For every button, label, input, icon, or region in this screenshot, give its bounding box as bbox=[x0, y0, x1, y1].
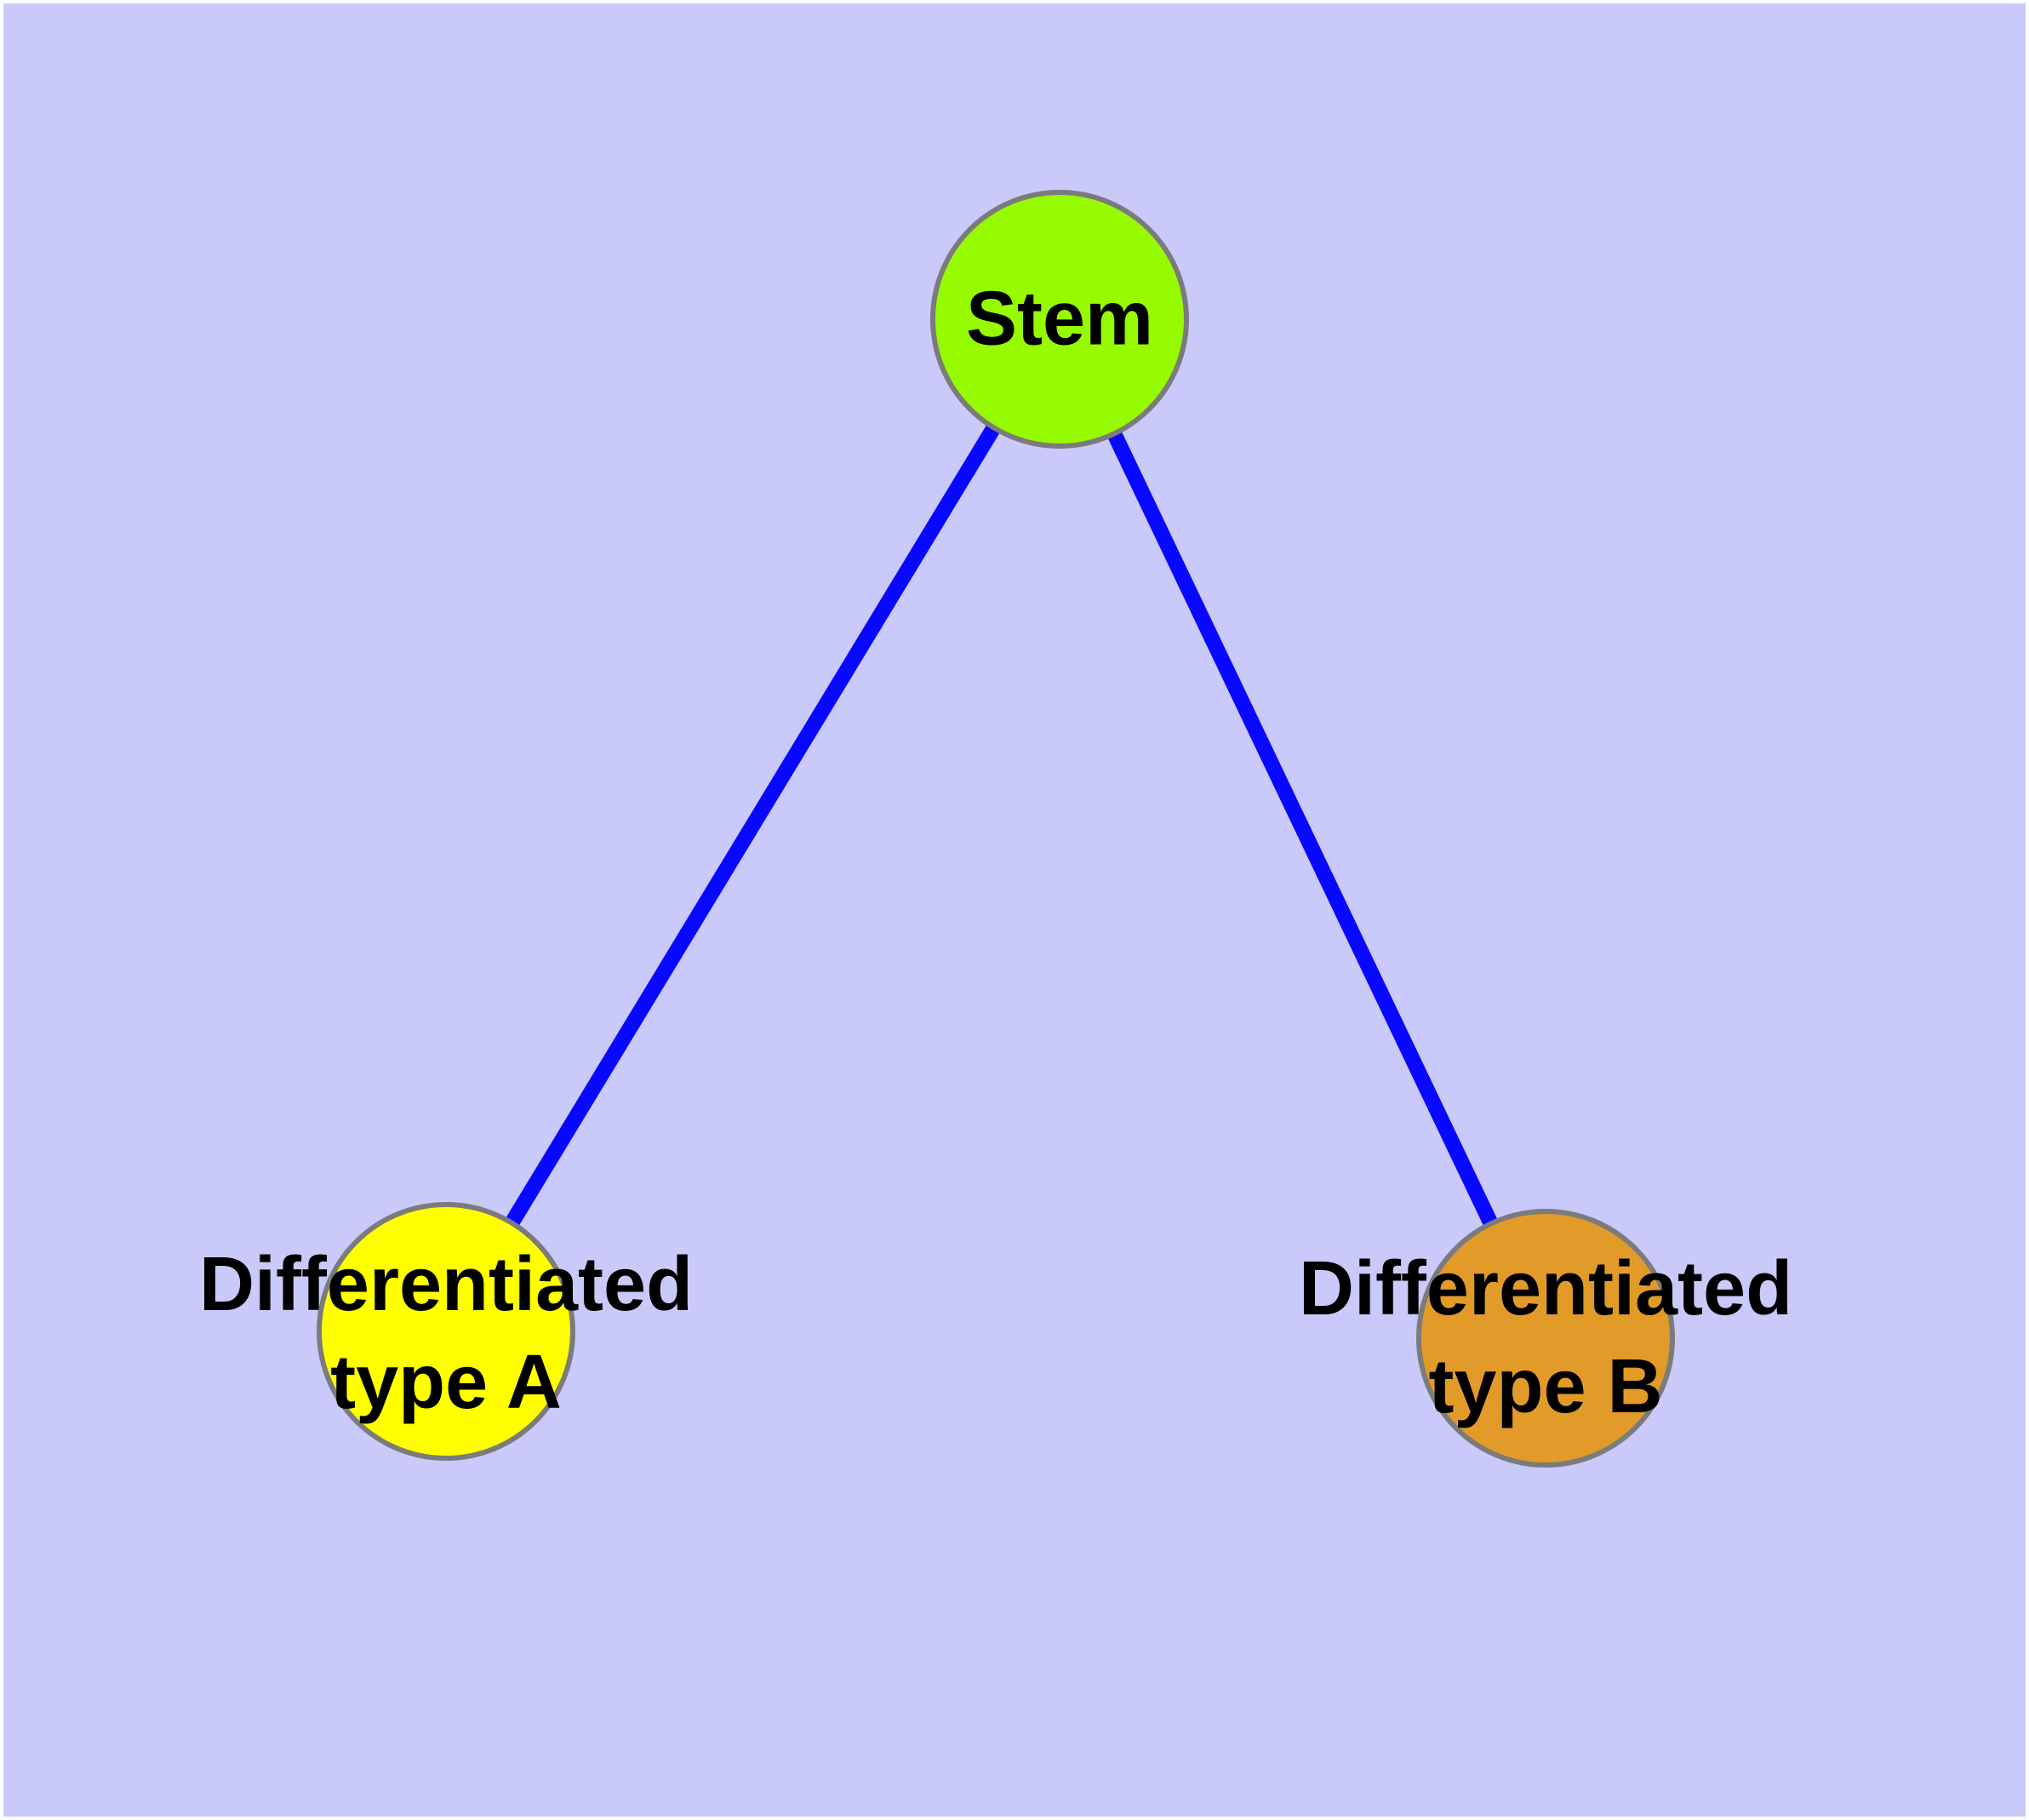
type-a-label-line-1: Differentiated bbox=[198, 1242, 694, 1327]
type-b-node[interactable] bbox=[1416, 1209, 1675, 1468]
type-a-node[interactable] bbox=[317, 1202, 575, 1461]
stem-node[interactable] bbox=[930, 190, 1189, 449]
type-a-label-line-2: type A bbox=[330, 1340, 562, 1425]
edge-stem-to-type-b bbox=[1052, 316, 1553, 1342]
type-b-label-line-2: type B bbox=[1428, 1344, 1663, 1429]
stem-node-label: Stem bbox=[965, 276, 1154, 362]
type-b-label-line-1: Differentiated bbox=[1298, 1246, 1793, 1331]
type-a-node-label: Differentiated type A bbox=[199, 1236, 693, 1432]
edge-stem-to-type-a bbox=[439, 315, 1066, 1336]
type-b-node-label: Differentiated type B bbox=[1299, 1240, 1792, 1436]
